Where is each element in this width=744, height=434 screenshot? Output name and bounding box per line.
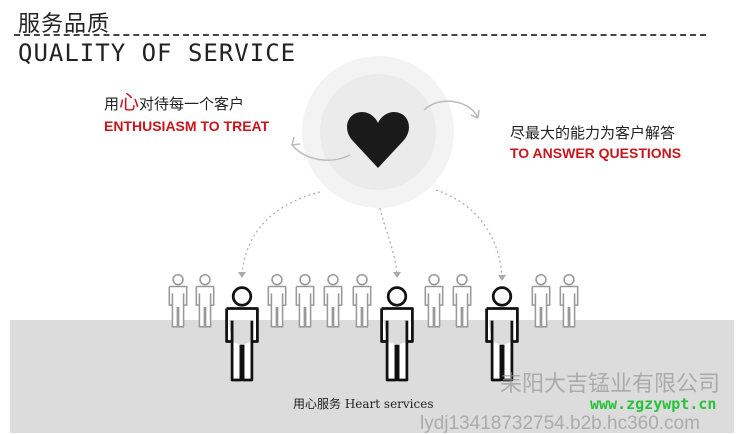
title-divider [14, 34, 706, 36]
watermark-url: www.zgzywpt.cn [590, 395, 717, 413]
left-label-en: ENTHUSIASM TO TREAT [104, 118, 270, 134]
dotted-arrows [241, 189, 503, 279]
caption: 用心服务 Heart services [293, 397, 434, 411]
arrow-left [291, 144, 351, 161]
left-label-cn: 用心对待每一个客户 [104, 90, 245, 114]
watermark-b2b: lydj13418732754.b2b.hc360.com [420, 413, 700, 434]
watermark-company: 耒阳大吉锰业有限公司 [500, 371, 721, 396]
right-label-en: TO ANSWER QUESTIONS [510, 145, 682, 161]
heart-icon [347, 112, 409, 168]
right-label-cn: 尽最大的能力为客户解答 [510, 124, 676, 142]
title-en: QUALITY OF SERVICE [18, 39, 297, 67]
title-cn: 服务品质 [18, 12, 111, 37]
arrow-right [423, 100, 479, 119]
ground-band [10, 320, 734, 433]
